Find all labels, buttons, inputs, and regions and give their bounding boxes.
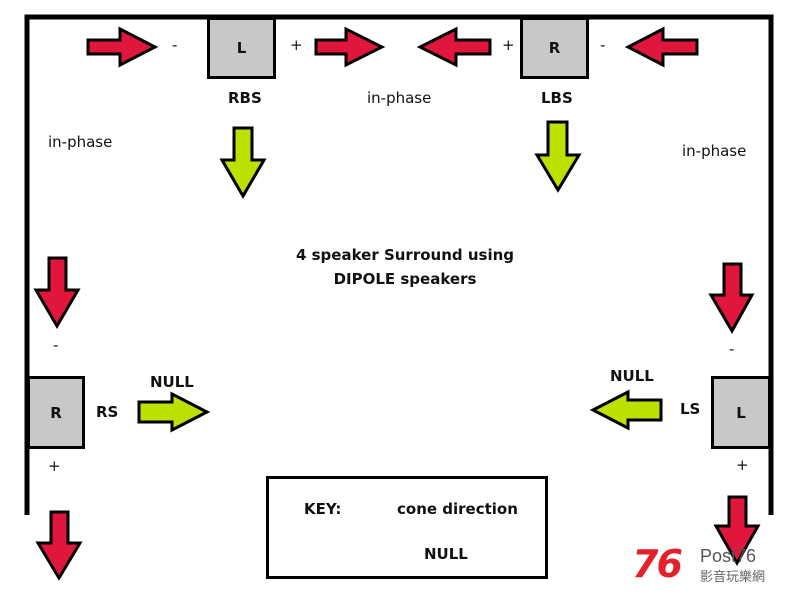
sign-plus: + — [736, 456, 749, 474]
speaker-ls-box: L — [711, 376, 771, 449]
cone-arrow — [35, 510, 83, 581]
phase-label-right: in-phase — [682, 142, 747, 160]
null-label-left: NULL — [150, 373, 194, 391]
key-cone-label: cone direction — [397, 500, 518, 518]
speaker-rs-box: R — [27, 376, 85, 449]
cone-arrow — [314, 26, 386, 68]
phase-label-left: in-phase — [48, 133, 113, 151]
speaker-rbs-box: L — [207, 17, 276, 79]
room-outline — [24, 14, 774, 515]
key-null-label: NULL — [424, 545, 468, 563]
key-title: KEY: — [304, 500, 342, 518]
key-box — [266, 476, 548, 579]
logo-number: 76 — [632, 542, 683, 586]
null-arrow — [589, 389, 663, 431]
speaker-rs-letter: R — [50, 403, 62, 422]
logo-text: Post76 — [700, 546, 757, 566]
cone-arrow — [86, 26, 159, 68]
sign-plus: + — [290, 36, 303, 54]
null-label-right: NULL — [610, 367, 654, 385]
logo-subtext: 影音玩樂網 — [700, 570, 766, 585]
null-arrow — [219, 126, 267, 199]
sign-minus: - — [600, 36, 606, 54]
cone-arrow — [416, 26, 492, 68]
speaker-ls-letter: L — [736, 403, 746, 422]
null-arrow — [137, 391, 211, 433]
speaker-ls-label: LS — [680, 400, 701, 418]
diagram-title-line: 4 speaker Surround using — [295, 246, 515, 264]
phase-label-top: in-phase — [367, 89, 432, 107]
diagram-title: 4 speaker Surround using DIPOLE speakers — [255, 243, 555, 291]
sign-plus: + — [48, 457, 61, 475]
cone-arrow — [708, 262, 755, 335]
sign-minus: - — [729, 340, 735, 358]
speaker-rs-label: RS — [96, 403, 119, 421]
speaker-lbs-label: LBS — [541, 89, 573, 107]
speaker-lbs-box: R — [520, 17, 589, 79]
speaker-rbs-letter: L — [236, 39, 247, 57]
speaker-rbs-label: RBS — [228, 89, 262, 107]
sign-minus: - — [172, 36, 178, 54]
cone-arrow — [33, 256, 81, 329]
sign-minus: - — [53, 336, 59, 354]
speaker-lbs-letter: R — [548, 39, 561, 57]
cone-arrow — [713, 495, 761, 567]
null-arrow — [534, 120, 582, 193]
post76-logo: 76 Post76 影音玩樂網 — [632, 542, 792, 588]
sign-plus: + — [502, 36, 515, 54]
diagram-title-line: DIPOLE speakers — [333, 270, 477, 288]
cone-arrow — [624, 26, 699, 68]
